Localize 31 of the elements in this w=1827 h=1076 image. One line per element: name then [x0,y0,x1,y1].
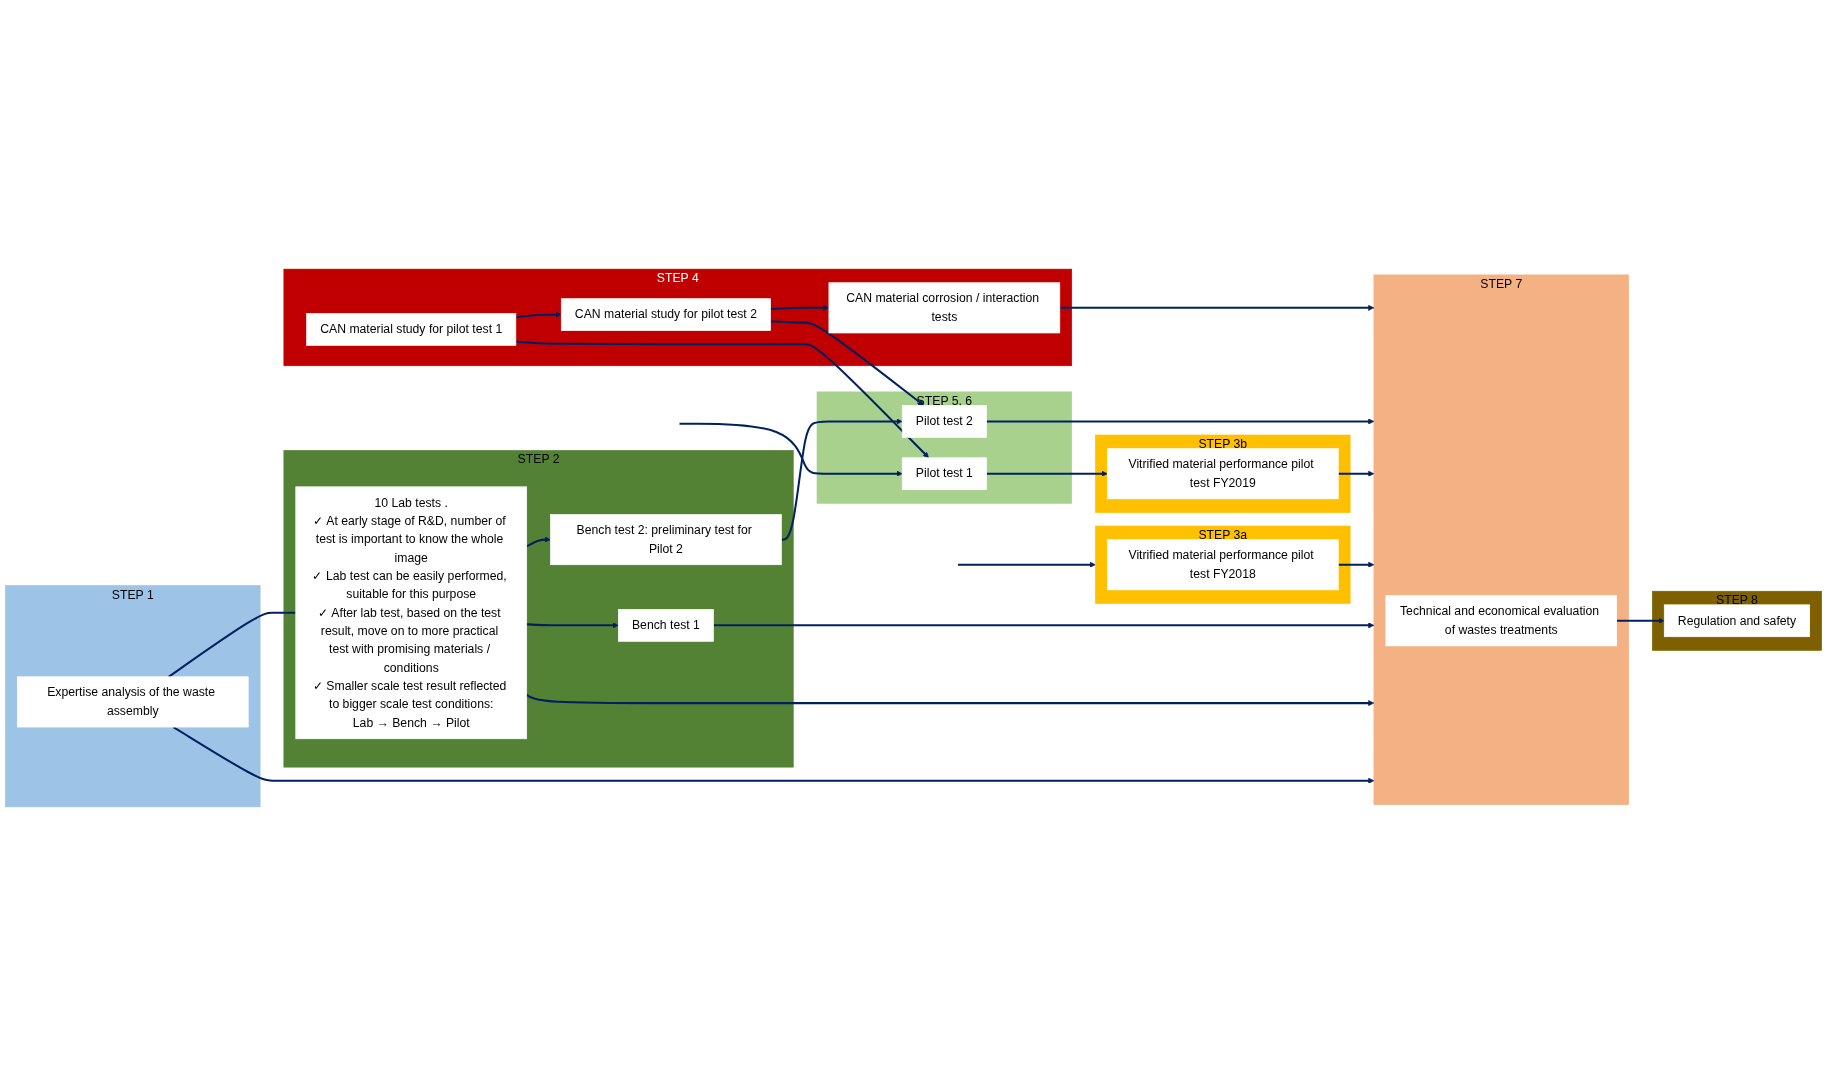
node-box: CAN material corrosion / interaction tests [828,282,1061,334]
arrow [781,418,903,541]
arrow [986,418,1375,425]
arrow [1616,617,1665,624]
arrow [770,304,830,311]
arrow [526,536,551,548]
arrow [1338,561,1375,568]
node-box: 10 Lab tests . ✓ At early stage of R&D, number of test is important to know the whole image ✓ Lab test can be easily performed, suitable for this purpose ✓ After lab test, based on the test result, move on to more practical test with promising materials / conditions ✓ Smaller scale test result reflected to bigger scale test conditions: Lab → Bench → Pilot [295,486,527,740]
node-box: Pilot test 1 [901,457,987,491]
node-box: Vitrified material performance pilot test FY2018 [1107,539,1339,591]
arrow [1338,470,1375,477]
node-box: Bench test 1 [618,609,714,642]
node-box: CAN material study for pilot test 2 [560,298,771,331]
arrow [986,470,1108,477]
arrow [526,622,619,629]
node-box: Expertise analysis of the waste assembly [17,676,249,728]
node-box: Bench test 2: preliminary test for Pilot 2 [550,514,782,566]
arrow [515,311,562,319]
arrow [770,320,925,406]
arrow [526,693,1375,707]
node-box: Pilot test 2 [901,405,987,438]
arrow [172,726,1375,784]
node-box: CAN material study for pilot test 1 [306,313,517,346]
arrow [957,561,1096,568]
node-box: Technical and economical evaluation of wastes treatments [1385,595,1618,647]
arrow [679,422,903,477]
arrow [1059,304,1375,311]
node-box: Regulation and safety [1663,604,1810,638]
arrow [515,340,929,459]
node-box: Vitrified material performance pilot test FY2019 [1107,448,1339,500]
arrow [713,622,1375,629]
